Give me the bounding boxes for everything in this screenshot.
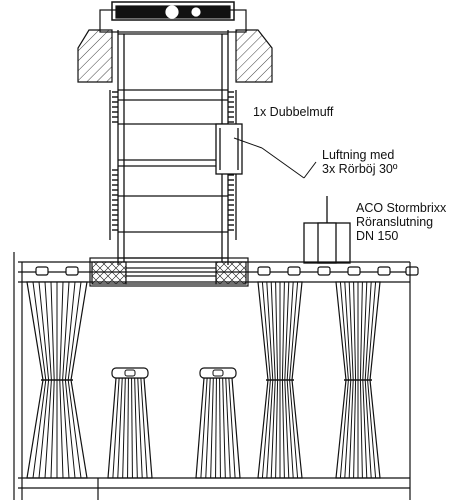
column-group <box>26 281 381 479</box>
grid-notch <box>35 266 49 276</box>
vent-stub <box>215 123 243 175</box>
label-vent: Luftning med 3x Rörböj 30º <box>322 148 397 176</box>
cone-rib <box>228 377 236 479</box>
cone-column <box>107 367 153 479</box>
grid-notch <box>405 266 419 276</box>
top-frame <box>99 1 247 33</box>
cone-column <box>195 367 241 479</box>
label-pipe-line-1: ACO Stormbrixx <box>356 201 447 215</box>
label-pipe-line-2: Röranslutning <box>356 215 434 229</box>
grid-bottom-band <box>18 262 411 500</box>
label-vent-line-1: Luftning med <box>322 148 395 162</box>
cone-rib <box>222 377 226 479</box>
shaft-ribs <box>112 91 234 231</box>
hourglass-column <box>257 281 303 479</box>
hourglass-column <box>26 281 88 479</box>
cone-rib <box>122 377 126 479</box>
cone-rib <box>215 377 217 479</box>
pipe-connection <box>303 196 351 264</box>
grid-notch <box>317 266 331 276</box>
cone-rib <box>127 377 129 479</box>
label-vent-line-2: 3x Rörböj 30º <box>322 162 398 176</box>
cone-rib <box>210 377 214 479</box>
label-coupler: 1x Dubbelmuff <box>253 105 334 119</box>
cone-outline <box>107 377 153 479</box>
label-pipe-connection: ACO Stormbrixx Röranslutning DN 150 <box>356 201 446 243</box>
cone-cap-slot <box>212 369 224 377</box>
cone-outline <box>195 377 241 479</box>
cone-rib <box>112 377 120 479</box>
hourglass-column <box>335 281 381 479</box>
grid-notch <box>377 266 391 276</box>
cone-rib <box>134 377 138 479</box>
cone-rib <box>200 377 208 479</box>
label-pipe-line-3: DN 150 <box>356 229 399 243</box>
grid-notches <box>35 266 419 276</box>
cone-cap-slot <box>124 369 136 377</box>
cone-rib <box>225 377 231 479</box>
cone-rib <box>140 377 148 479</box>
leader-lines <box>233 137 317 179</box>
cone-rib <box>137 377 143 479</box>
cone-rib <box>131 377 133 479</box>
cone-rib <box>117 377 123 479</box>
grid-notch <box>347 266 361 276</box>
grid-notch <box>65 266 79 276</box>
cone-rib <box>205 377 211 479</box>
grid-notch <box>287 266 301 276</box>
grid-notch <box>257 266 271 276</box>
concrete-collar <box>77 29 273 83</box>
cone-rib <box>219 377 221 479</box>
